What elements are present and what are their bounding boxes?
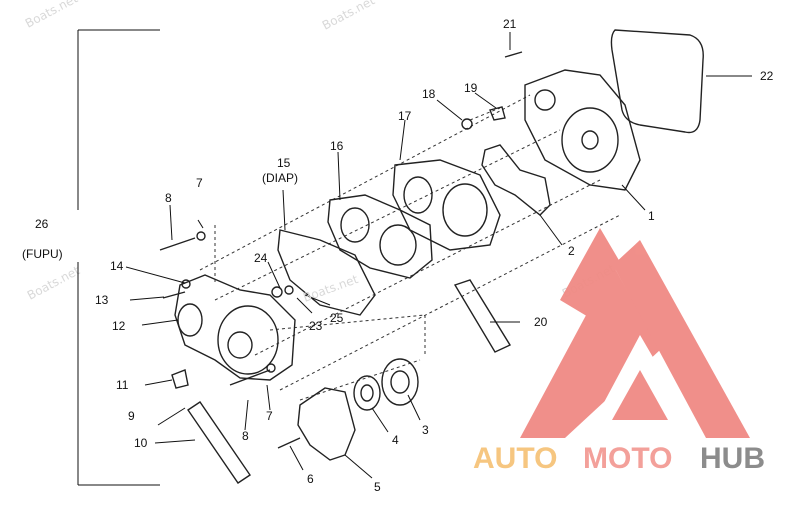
callout-25: 25 bbox=[330, 311, 344, 325]
diaphragm-15 bbox=[277, 229, 376, 316]
pump-body-17 bbox=[392, 159, 501, 251]
automotohub-logo: AUTO MOTO HUB bbox=[473, 228, 765, 475]
callout-12: 12 bbox=[112, 319, 126, 333]
callout-13: 13 bbox=[95, 293, 109, 307]
logo-text-auto: AUTO bbox=[473, 442, 557, 475]
callout-16: 16 bbox=[330, 139, 344, 153]
gasket-22 bbox=[610, 29, 704, 134]
callout-labels: 1 2 3 4 5 6 7 8 9 10 11 12 13 14 15 (DIA… bbox=[95, 17, 774, 494]
pump-housing-12 bbox=[174, 274, 296, 381]
callout-20: 20 bbox=[534, 315, 548, 329]
hose-10 bbox=[187, 401, 251, 484]
logo-triangle-mark bbox=[520, 228, 750, 438]
callout-leaders bbox=[125, 32, 752, 479]
callout-21: 21 bbox=[503, 17, 517, 31]
callout-5: 5 bbox=[374, 480, 381, 494]
callout-9: 9 bbox=[128, 409, 135, 423]
logo-text-hub: HUB bbox=[700, 442, 765, 475]
hose-20 bbox=[453, 279, 512, 353]
callout-3: 3 bbox=[422, 423, 429, 437]
alignment-lines bbox=[199, 94, 621, 401]
watermark-left: Boats.net bbox=[25, 263, 83, 302]
callout-11: 11 bbox=[116, 378, 129, 392]
group-label: 26 bbox=[35, 217, 49, 231]
fasteners bbox=[159, 51, 523, 449]
callout-23: 23 bbox=[309, 319, 323, 333]
callout-8-lower: 8 bbox=[242, 429, 249, 443]
callout-10: 10 bbox=[134, 436, 148, 450]
callout-4: 4 bbox=[392, 433, 399, 447]
callout-18: 18 bbox=[422, 87, 436, 101]
callout-22: 22 bbox=[760, 69, 774, 83]
callout-17: 17 bbox=[398, 109, 412, 123]
callout-14: 14 bbox=[110, 259, 124, 273]
watermark-top-center: Boats.net bbox=[320, 0, 378, 33]
gasket-16 bbox=[327, 194, 433, 279]
callout-19: 19 bbox=[464, 81, 478, 95]
callout-7-lower: 7 bbox=[266, 409, 273, 423]
callout-1: 1 bbox=[648, 209, 655, 223]
valve-discs bbox=[353, 358, 419, 411]
callout-8: 8 bbox=[165, 191, 172, 205]
cover-housing-1 bbox=[524, 69, 641, 191]
callout-7: 7 bbox=[196, 176, 203, 190]
group-bracket: 26 (FUPU) bbox=[22, 29, 160, 486]
callout-15: 15 bbox=[277, 156, 291, 170]
watermark-center: Boats.net bbox=[301, 272, 360, 305]
diap-label: (DIAP) bbox=[262, 171, 298, 185]
callout-2: 2 bbox=[568, 244, 575, 258]
plate-2 bbox=[481, 144, 551, 216]
callout-24: 24 bbox=[254, 251, 268, 265]
watermarks: Boats.net Boats.net Boats.net Boats.net bbox=[23, 0, 618, 303]
logo-text-moto: MOTO bbox=[583, 442, 672, 475]
watermark-top-left: Boats.net bbox=[23, 0, 81, 31]
group-sublabel: (FUPU) bbox=[22, 247, 63, 261]
cap-5 bbox=[297, 387, 356, 461]
callout-6: 6 bbox=[307, 472, 314, 486]
